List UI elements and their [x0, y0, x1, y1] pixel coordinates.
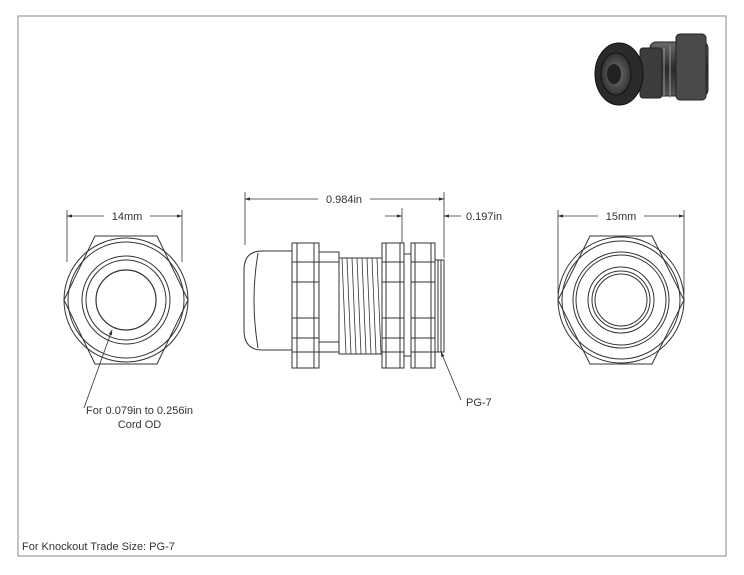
dimension-overall-length	[244, 192, 445, 258]
cord-range-line2: Cord OD	[117, 419, 162, 431]
cord-hole	[95, 269, 157, 331]
dimension-front-width	[66, 210, 183, 262]
dome-cap	[243, 250, 293, 351]
thread-size-leader	[440, 351, 462, 401]
product-render-image	[594, 33, 709, 106]
thread-size-label: PG-7	[466, 397, 492, 409]
trade-size-footer: For Knockout Trade Size: PG-7	[22, 541, 175, 553]
thread-length-label: 0.197in	[466, 211, 502, 223]
sheet-border	[17, 15, 727, 557]
cord-range-callout: For 0.079in to 0.256in Cord OD	[86, 404, 193, 432]
thread-lines	[341, 257, 382, 355]
thread-stub	[434, 259, 445, 353]
front-width-label: 14mm	[112, 211, 143, 223]
cord-range-line1: For 0.079in to 0.256in	[86, 405, 194, 417]
overall-length-label: 0.984in	[326, 194, 362, 206]
back-view	[557, 235, 685, 365]
back-inner-ring	[587, 266, 655, 334]
cord-leader	[83, 329, 113, 409]
dimension-back-width	[557, 210, 685, 294]
front-view	[63, 235, 189, 365]
front-cap-ring	[81, 255, 171, 345]
back-width-label: 15mm	[606, 211, 637, 223]
side-view	[243, 242, 445, 369]
dimension-thread-length	[385, 208, 461, 243]
